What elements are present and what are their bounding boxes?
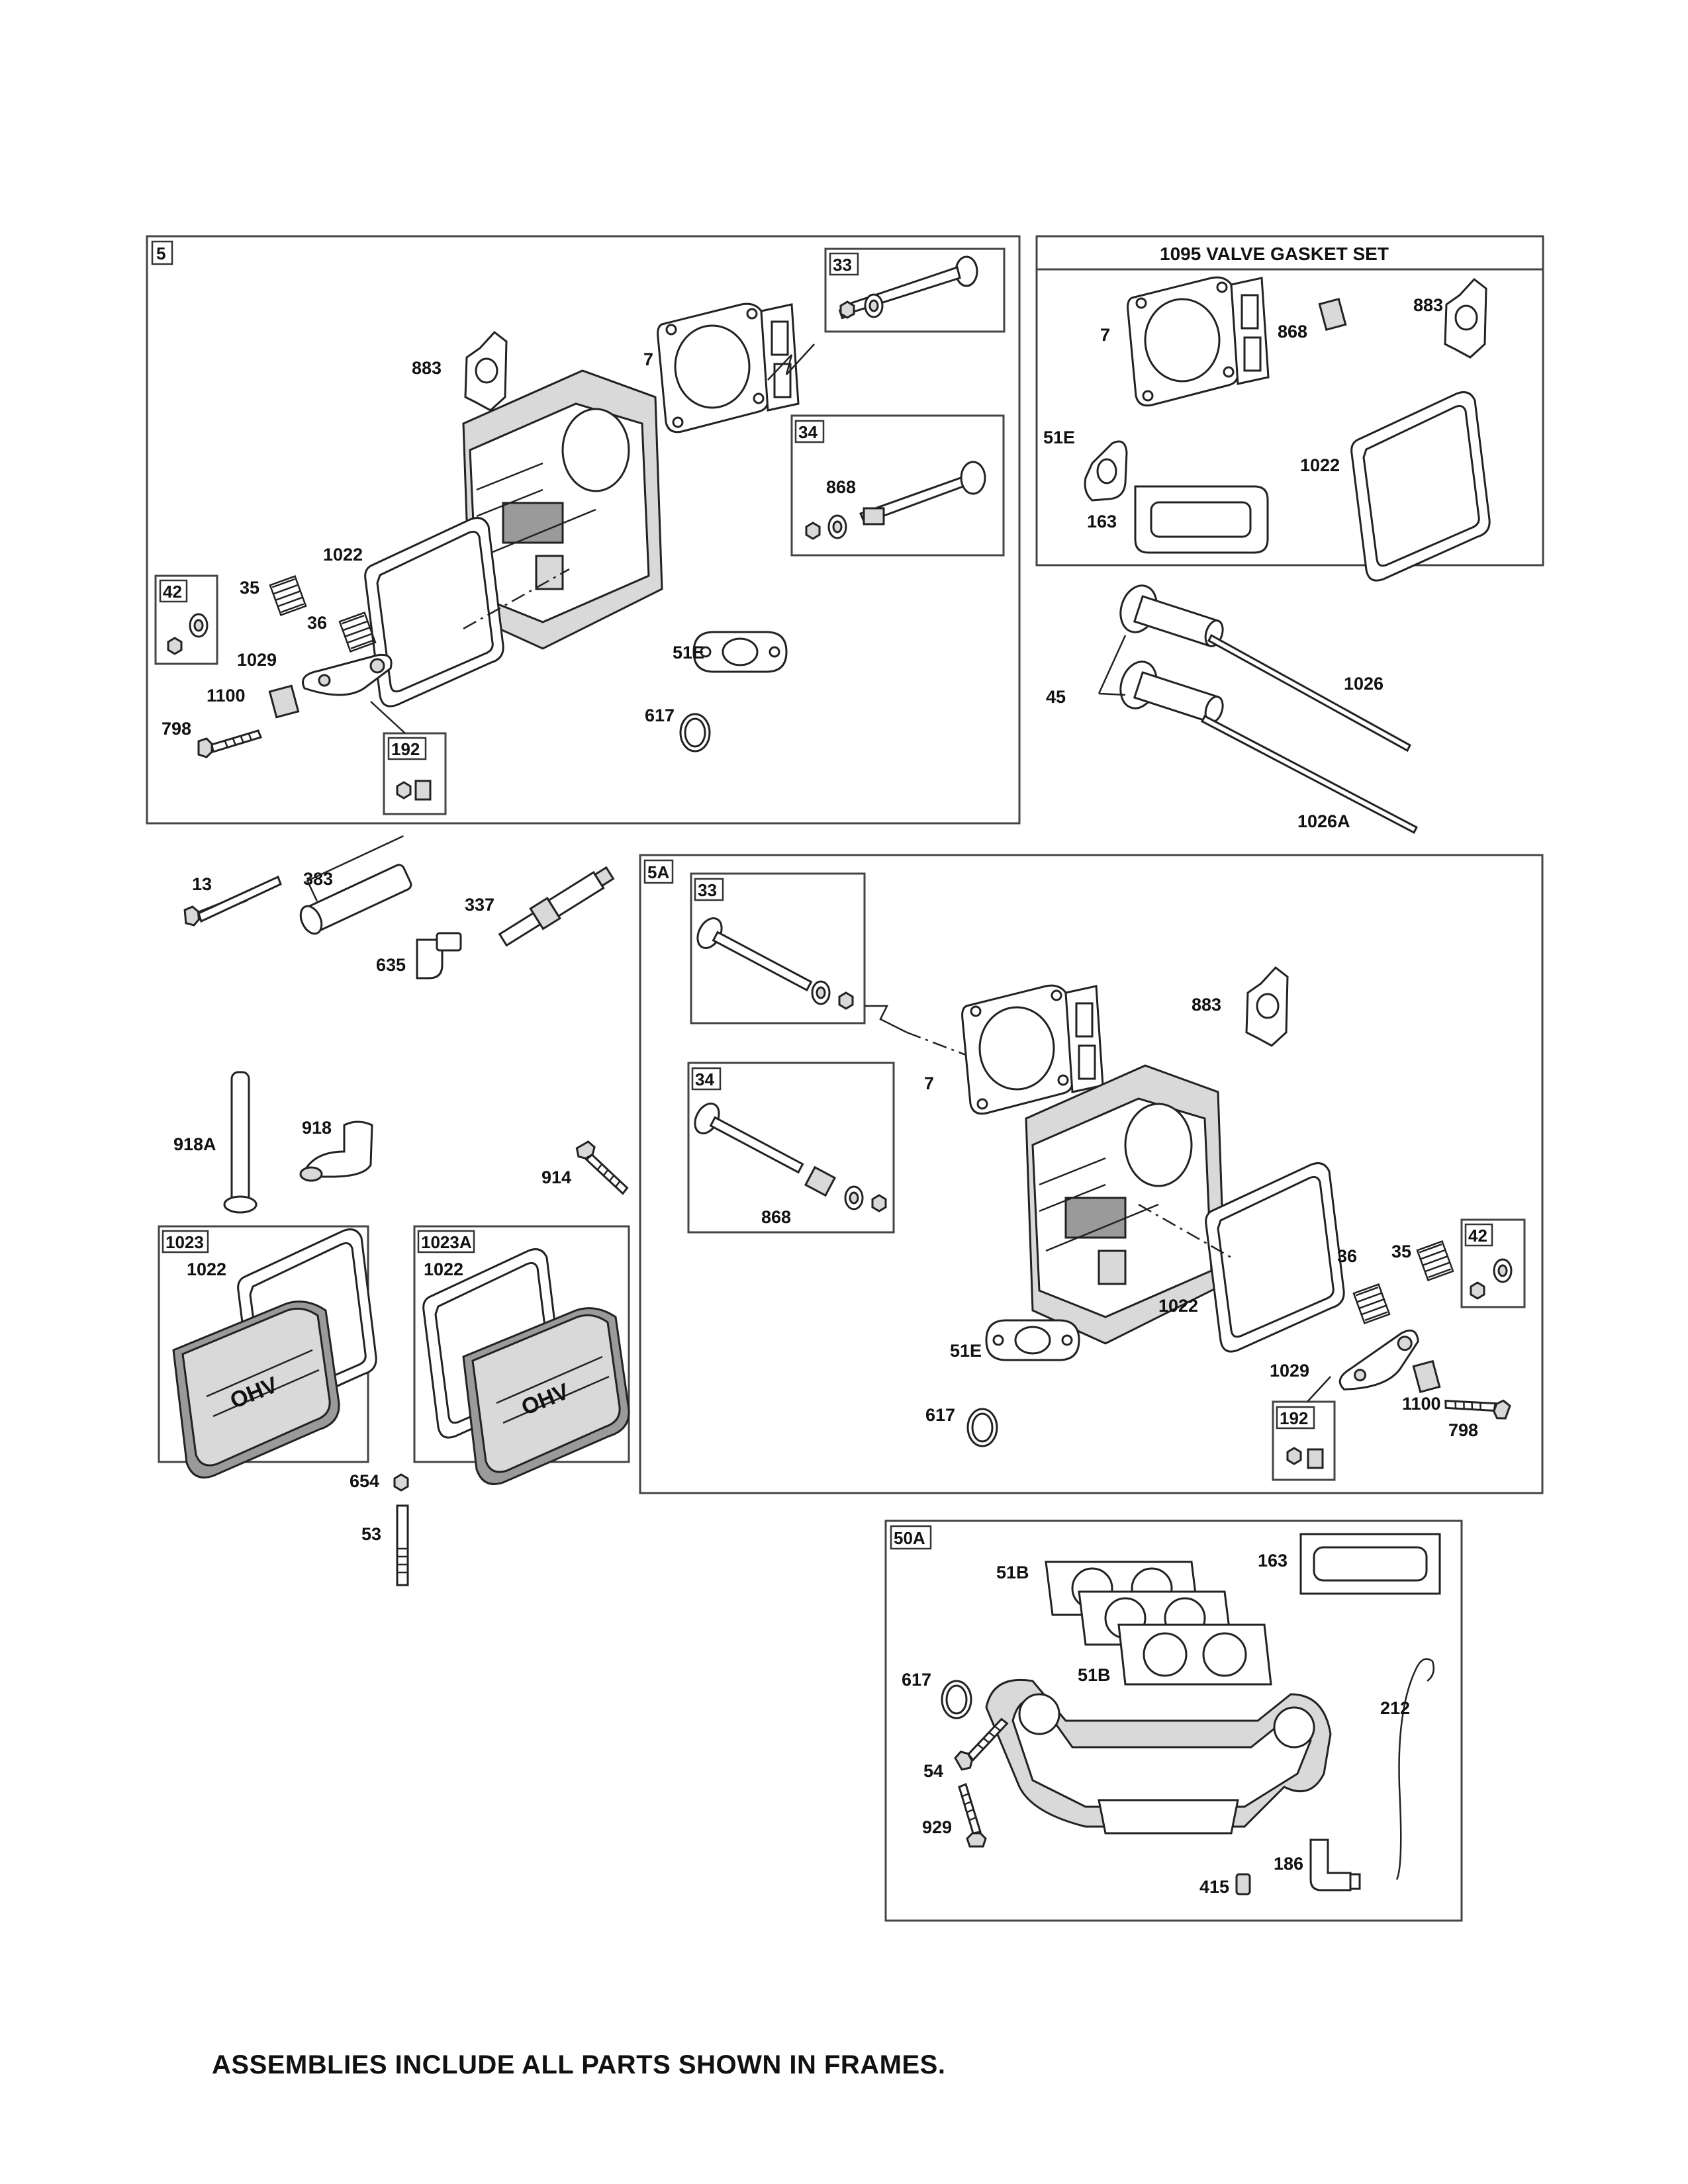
frame-1095-valve-gasket-set: 1095 VALVE GASKET SET 7 868 883 51E 1022… [1035, 235, 1544, 582]
frame-5a-label-1022: 1022 [1158, 1296, 1198, 1316]
label-635: 635 [376, 955, 406, 975]
frame-50a-label-51b-1: 51B [996, 1563, 1029, 1582]
label-1026a: 1026A [1297, 811, 1350, 831]
frame-5a-label-617: 617 [925, 1405, 955, 1425]
frame-5-sub34-tag: 34 [798, 422, 818, 442]
stud-and-nut: 654 53 [350, 1471, 409, 1586]
gasket-set-label-7: 7 [1100, 325, 1110, 345]
frame-1023-label-1022: 1022 [187, 1259, 226, 1279]
frame-50a-label-51b-2: 51B [1078, 1665, 1111, 1685]
frame-5-sub192-tag: 192 [391, 739, 420, 759]
frame-5-label-883: 883 [412, 358, 442, 378]
exhaust-manifold-body [985, 1678, 1332, 1835]
frame-5-subframe-34: 34 868 [790, 414, 1005, 557]
frame-5a-label-798: 798 [1448, 1420, 1478, 1440]
label-13: 13 [192, 874, 212, 894]
frame-50a-label-186: 186 [1274, 1854, 1303, 1874]
frame-5a-sub33-tag: 33 [698, 880, 717, 900]
frame-50a-label-929: 929 [922, 1817, 952, 1837]
frame-5a-label-51e: 51E [950, 1341, 982, 1361]
loose-parts: 13 383 337 635 918A 918 914 [173, 835, 630, 1214]
frame-5-label-798: 798 [162, 719, 191, 739]
frame-5a-label-7: 7 [924, 1073, 934, 1093]
frame-5-label-1100: 1100 [207, 686, 246, 705]
frame-5a-subframe-34: 34 868 [687, 1062, 895, 1234]
frame-5-label-35: 35 [240, 578, 259, 598]
label-45: 45 [1046, 687, 1066, 707]
label-53: 53 [361, 1524, 381, 1544]
frame-5a-tag: 5A [647, 862, 669, 882]
frame-1023a-valve-cover: 1023A 1022 OHV [413, 1225, 630, 1485]
footer-note: ASSEMBLIES INCLUDE ALL PARTS SHOWN IN FR… [212, 2050, 946, 2079]
frame-50a-label-415: 415 [1199, 1877, 1229, 1897]
frame-5-subframe-33: 33 [824, 248, 1006, 333]
frame-5-label-36: 36 [307, 613, 327, 633]
label-1026: 1026 [1344, 674, 1383, 694]
label-654: 654 [350, 1471, 379, 1491]
frame-5-sub34-label-868: 868 [826, 477, 856, 497]
frame-5-label-617: 617 [645, 705, 675, 725]
frame-50a-label-212: 212 [1380, 1698, 1410, 1718]
pushrod-group: 45 1026 1026A [1046, 584, 1418, 835]
frame-5-label-51e: 51E [673, 643, 704, 662]
frame-5-subframe-192: 192 [370, 701, 447, 815]
frame-5a-subframe-33: 33 [690, 872, 866, 1024]
gasket-set-title: 1095 VALVE GASKET SET [1160, 244, 1389, 264]
gasket-set-label-883: 883 [1413, 295, 1443, 315]
frame-5-sub42-tag: 42 [163, 582, 182, 602]
frame-5a-label-1029: 1029 [1270, 1361, 1309, 1381]
frame-5-tag: 5 [156, 244, 165, 263]
frame-1023-tag: 1023 [165, 1232, 204, 1252]
frame-5-label-1022: 1022 [323, 545, 363, 565]
frame-5a-sub34-label-868: 868 [761, 1207, 791, 1227]
frame-5a-cylinder-head: 5A 33 34 868 [639, 854, 1544, 1494]
frame-5-subframe-42: 42 [154, 574, 218, 665]
frame-1023-valve-cover: 1023 1022 OHV [158, 1225, 377, 1479]
label-918a: 918A [173, 1134, 216, 1154]
frame-5-label-1029: 1029 [237, 650, 277, 670]
frame-1023a-tag: 1023A [421, 1232, 472, 1252]
frame-5a-label-35: 35 [1391, 1242, 1411, 1261]
frame-5-sub33-tag: 33 [833, 255, 852, 275]
frame-1023a-label-1022: 1022 [424, 1259, 463, 1279]
frame-5a-label-883: 883 [1192, 995, 1221, 1015]
gasket-set-label-163: 163 [1087, 512, 1117, 531]
gasket-set-label-868: 868 [1278, 322, 1307, 341]
gasket-set-label-51e: 51E [1043, 428, 1075, 447]
frame-5a-sub34-tag: 34 [695, 1069, 714, 1089]
frame-50a-tag: 50A [894, 1528, 925, 1548]
frame-5-label-7: 7 [643, 349, 653, 369]
frame-50a-exhaust-manifold: 50A 51B 51B 163 617 212 [884, 1520, 1463, 1922]
frame-5a-label-36: 36 [1337, 1246, 1357, 1266]
frame-5a-sub192-tag: 192 [1280, 1408, 1308, 1428]
gasket-set-label-1022: 1022 [1300, 455, 1340, 475]
frame-5a-subframe-192: 192 [1272, 1376, 1336, 1481]
frame-50a-label-54: 54 [923, 1761, 943, 1781]
frame-50a-label-163: 163 [1258, 1551, 1288, 1570]
frame-5-cylinder-head: 5 883 7 33 34 868 [146, 235, 1021, 825]
label-337: 337 [465, 895, 494, 915]
frame-50a-label-617: 617 [902, 1670, 931, 1690]
label-914: 914 [541, 1167, 571, 1187]
frame-5a-sub42-tag: 42 [1468, 1226, 1487, 1246]
frame-5a-label-1100: 1100 [1402, 1394, 1441, 1414]
frame-5a-subframe-42: 42 [1460, 1218, 1526, 1308]
label-918: 918 [302, 1118, 332, 1138]
label-383: 383 [303, 869, 333, 889]
